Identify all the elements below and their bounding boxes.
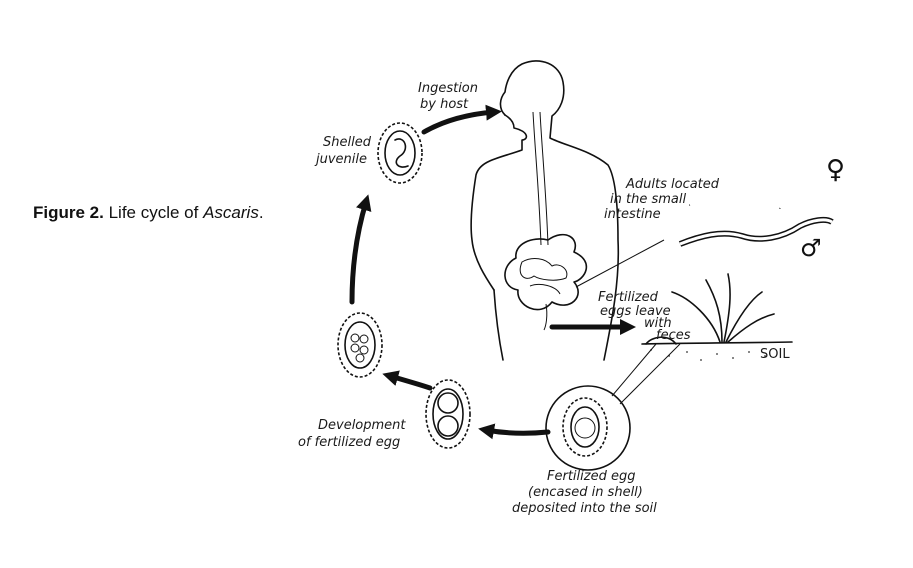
caption-text: Life cycle of: [108, 203, 204, 222]
label-soil: SOIL: [760, 347, 790, 362]
label-adults-line1: Adults located: [625, 177, 720, 192]
cycle-arrows: [349, 104, 637, 440]
label-deposited-line3: deposited into the soil: [512, 501, 657, 516]
caption-species: Ascaris: [203, 203, 259, 222]
label-adults-line3: intestine: [604, 207, 661, 222]
developing-egg: [425, 379, 471, 449]
label-adults-line2: in the small: [610, 192, 686, 207]
label-deposited-line2: (encased in shell): [528, 485, 643, 500]
caption-label: Figure 2.: [33, 203, 104, 222]
label-deposited: Fertilized egg (encased in shell) deposi…: [512, 469, 657, 516]
label-fertilized-line2: eggs leave: [600, 304, 671, 319]
soil-ground: [641, 336, 793, 361]
label-shelled-juvenile: Shelled juvenile: [314, 135, 372, 167]
label-fertilized-line1: Fertilized: [598, 290, 659, 305]
male-symbol: ♂: [800, 234, 822, 262]
label-ingestion-line1: Ingestion: [418, 81, 478, 96]
arrow-to-juvenile: [349, 194, 372, 305]
grass-plant: [671, 273, 775, 343]
label-fertilized-line4: feces: [656, 328, 691, 343]
caption-end: .: [258, 203, 264, 222]
label-ingestion: Ingestion by host: [418, 81, 478, 112]
arrow-to-embryonated: [382, 370, 433, 391]
label-fertilized-eggs-leave: Fertilized eggs leave with feces: [598, 290, 691, 343]
label-adults: Adults located in the small intestine: [604, 177, 720, 222]
figure-caption: Figure 2. Life cycle of Ascaris.: [33, 203, 264, 223]
label-development-line1: Development: [318, 418, 406, 433]
arrow-to-development: [478, 423, 551, 440]
label-shelled-line2: juvenile: [314, 152, 367, 167]
label-development-line2: of fertilized egg: [298, 435, 400, 450]
label-fertilized-line3: with: [644, 316, 672, 331]
adult-worms: [678, 148, 834, 247]
arrow-ingestion: [421, 104, 502, 135]
label-development: Development of fertilized egg: [298, 418, 406, 450]
pointer-line-intestine: [575, 239, 665, 288]
shelled-juvenile-egg: [377, 122, 423, 184]
fertilized-egg-magnified: [545, 343, 681, 471]
human-host-figure: [470, 60, 620, 361]
embryonated-egg: [337, 312, 383, 378]
label-deposited-line1: Fertilized egg: [547, 469, 635, 484]
female-symbol: ♀: [826, 155, 845, 185]
label-shelled-line1: Shelled: [323, 135, 372, 150]
label-ingestion-line2: by host: [420, 97, 469, 112]
